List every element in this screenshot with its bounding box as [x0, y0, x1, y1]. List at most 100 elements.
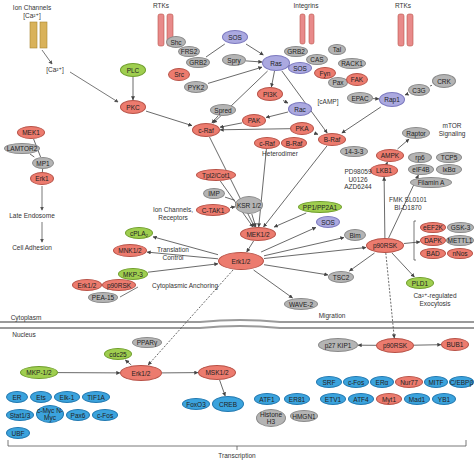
- protein-node: TCP5: [436, 152, 462, 163]
- protein-node: c-Fos: [92, 409, 118, 421]
- protein-node: Spred: [210, 104, 236, 116]
- protein-node: PKC: [120, 100, 146, 114]
- node-text: WAVE-2: [289, 301, 313, 308]
- annotation-label: RTKs: [146, 2, 176, 10]
- node-text: eEF2K: [423, 224, 443, 231]
- protein-node: IκBα: [436, 164, 462, 175]
- node-text: DAPK: [424, 237, 442, 244]
- node-text: C/EBPβ: [450, 379, 473, 386]
- protein-node: EPAC: [347, 92, 373, 104]
- node-text: cdc25: [109, 351, 126, 358]
- signal-arrow: [148, 264, 218, 272]
- protein-node: SRF: [316, 376, 342, 388]
- protein-node: Ets: [30, 391, 52, 403]
- protein-node: p27 KIP1: [318, 338, 358, 352]
- node-text: Rac: [294, 106, 306, 113]
- node-text: Pax6: [71, 412, 86, 419]
- node-text: p90RSK: [373, 242, 397, 249]
- node-text: rp6: [415, 154, 424, 161]
- node-text: Erk1/2: [232, 258, 251, 265]
- protein-node: PPARγ: [132, 337, 162, 348]
- annotation-label: [cAMP]: [312, 98, 344, 106]
- protein-node: WAVE-2: [284, 298, 318, 310]
- node-text: nNos: [452, 250, 467, 257]
- annotation-label: [Ca²⁺]: [40, 66, 70, 74]
- node-text: TSC2: [333, 274, 350, 281]
- signal-arrow: [30, 154, 34, 157]
- node-text: MP1: [36, 160, 49, 167]
- node-text: Erk1/2: [78, 282, 97, 289]
- signal-arrow: [206, 44, 225, 57]
- node-text: Ets: [36, 394, 45, 401]
- node-text: Pax: [332, 79, 343, 86]
- node-text: MNK1/2: [118, 247, 141, 254]
- signal-arrow: [358, 345, 376, 346]
- protein-node: Src: [168, 68, 190, 81]
- signal-arrow: [384, 177, 386, 238]
- node-text: CAS: [310, 56, 323, 63]
- node-text: METTL1: [448, 237, 473, 244]
- annotation-label: Transcription: [204, 452, 270, 460]
- protein-node: SOS: [288, 62, 312, 74]
- node-text: B-Raf: [324, 136, 341, 143]
- protein-node: Mad1: [404, 393, 430, 405]
- protein-node: RACK1: [338, 58, 366, 69]
- nuclear-membrane: [0, 326, 474, 328]
- node-text: PKA: [295, 125, 308, 132]
- protein-node: c-Raf: [254, 137, 280, 149]
- node-text: MITF: [428, 379, 443, 386]
- signal-arrow: [246, 61, 262, 62]
- node-text: FoxO3: [186, 401, 206, 408]
- node-text: SOS: [228, 34, 242, 41]
- signal-arrow: [264, 248, 366, 259]
- node-text: BAD: [426, 250, 439, 257]
- annotation-label: PD98059 U0126 AZD6244: [340, 168, 376, 191]
- node-text: Tpl2/Cot1: [202, 172, 230, 179]
- node-text: MSK1/2: [205, 369, 228, 376]
- node-text: p90RSK: [107, 282, 131, 289]
- protein-node: TIF1A: [82, 391, 110, 403]
- protein-node: CRK: [432, 74, 456, 88]
- node-text: FRS2: [181, 48, 198, 55]
- protein-node: Erk1/2: [120, 365, 162, 381]
- node-text: PAK: [248, 117, 261, 124]
- protein-node: CREB: [212, 396, 244, 412]
- protein-node: rp6: [408, 152, 432, 163]
- protein-node: Elk-1: [54, 391, 80, 403]
- protein-node: BUB1: [441, 338, 469, 351]
- flow-line: [42, 186, 43, 210]
- node-text: Filamin A: [418, 179, 445, 186]
- ion-channel: [30, 22, 37, 48]
- node-text: ERα: [376, 379, 389, 386]
- protein-node: UBF: [6, 427, 30, 439]
- protein-node: PLD1: [406, 277, 434, 289]
- node-text: Rap1: [384, 96, 400, 103]
- node-text: SRF: [323, 379, 336, 386]
- node-text: GRB2: [189, 59, 207, 66]
- node-text: GSK-3: [451, 224, 471, 231]
- node-text: RACK1: [341, 60, 363, 67]
- annotation-label: Integrins: [284, 2, 328, 10]
- protein-node: IMP: [203, 188, 225, 199]
- signal-arrow: [404, 242, 420, 244]
- node-text: AMPK: [381, 152, 399, 159]
- protein-node: MKP-1/2: [20, 366, 58, 379]
- node-text: HMGN1: [292, 413, 315, 420]
- node-text: ATF4: [353, 396, 368, 403]
- nuclear-membrane: [0, 320, 474, 322]
- protein-node: C/EBPβ: [449, 376, 474, 388]
- node-text: MEK1/2: [246, 231, 269, 238]
- protein-node: Myt1: [376, 393, 402, 405]
- protein-node: nNos: [447, 248, 473, 259]
- protein-node: YB1: [432, 393, 456, 405]
- protein-node: c-Raf: [192, 123, 220, 137]
- node-text: c-Fos: [97, 412, 113, 419]
- protein-node: C3G: [408, 84, 430, 96]
- annotation-label: Translation Control: [150, 246, 196, 261]
- signal-arrow: [247, 241, 254, 252]
- signal-arrow: [252, 214, 256, 227]
- protein-node: METTL1: [446, 235, 474, 246]
- protein-node: eEF2K: [420, 222, 446, 233]
- node-text: GRB2: [287, 48, 305, 55]
- node-text: c-Myc N-Myc: [37, 407, 63, 421]
